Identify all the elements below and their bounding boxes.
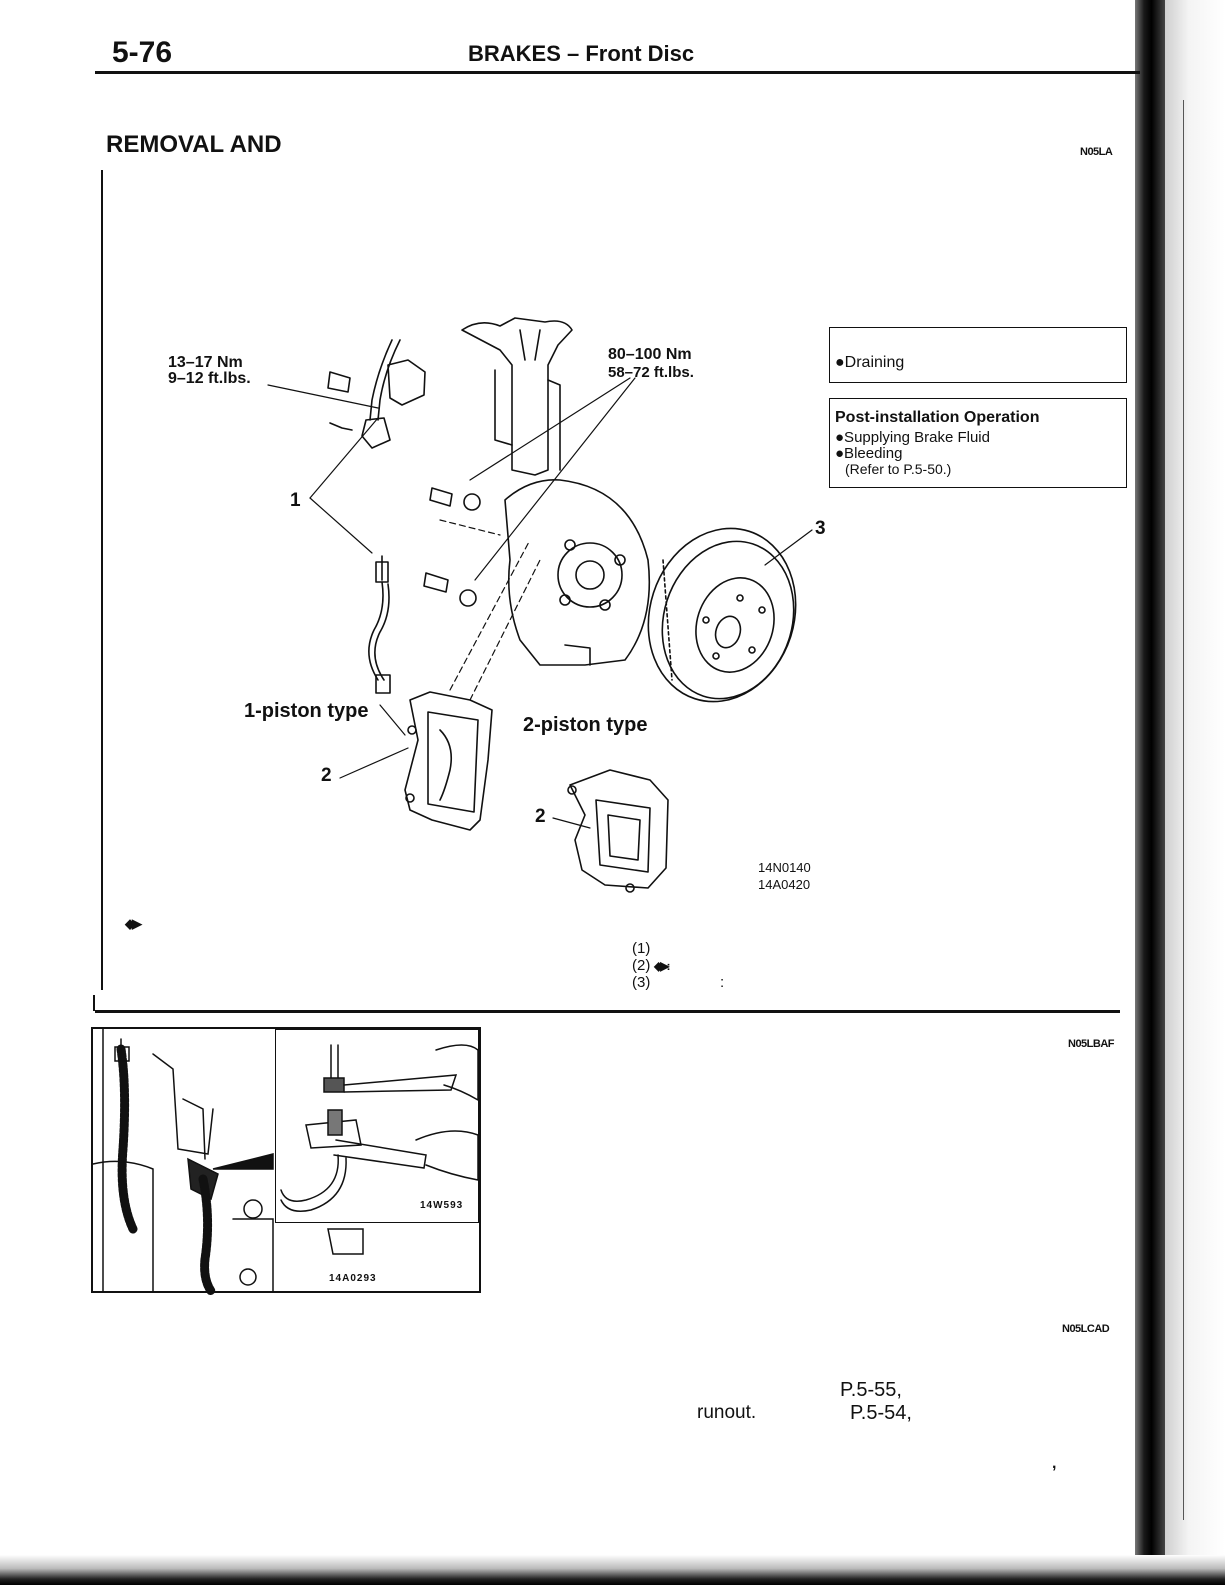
disc-rotor-drawing — [647, 527, 797, 703]
section-bottom-rule — [95, 1010, 1120, 1013]
section-heading: REMOVAL AND — [106, 131, 282, 158]
step-2-symbol-icon: ◆▶: — [654, 959, 671, 973]
scan-edge-line — [1183, 100, 1184, 1520]
step-2-number: (2) — [632, 957, 651, 974]
bolts-drawing — [423, 487, 481, 607]
page-number: 5-76 — [112, 36, 173, 69]
torque-spec-1-ftlbs: 9–12 ft.lbs. — [168, 370, 251, 387]
reference-p5-54: P.5-54, — [850, 1402, 912, 1424]
label-1-piston-type: 1-piston type — [244, 700, 369, 722]
scan-edge-bottom — [0, 1555, 1225, 1585]
word-runout: runout. — [697, 1402, 757, 1423]
figure-code-1: 14N0140 — [758, 860, 811, 875]
post-installation-item-1: ●Supplying Brake Fluid — [835, 429, 990, 446]
removal-symbol-icon: ◆▶ — [125, 916, 142, 931]
wrench-drawing — [280, 1044, 479, 1212]
strut-drawing — [461, 317, 573, 476]
section-left-tick — [93, 995, 95, 1011]
hose-removal-inset: 14W593 — [275, 1029, 479, 1223]
callout-3: 3 — [815, 518, 826, 539]
torque-spec-2-nm: 80–100 Nm — [608, 346, 692, 363]
step-1-number: (1) — [632, 940, 651, 957]
callout-1: 1 — [290, 490, 301, 511]
stray-comma-mark: , — [1052, 1455, 1057, 1472]
post-installation-item-3: (Refer to P.5-50.) — [845, 461, 952, 477]
scan-edge-light-right — [1165, 0, 1225, 1585]
section3-code: N05LCAD — [1062, 1323, 1110, 1335]
pre-removal-item: ●Draining — [835, 354, 905, 371]
callout-2-2piston: 2 — [535, 806, 546, 827]
leader-lines — [267, 377, 813, 829]
scan-edge-shadow-right — [1135, 0, 1165, 1585]
step-3-colon: : — [720, 974, 725, 991]
section-code: N05LA — [1080, 146, 1113, 158]
section-left-rule — [101, 170, 103, 990]
step-3-number: (3) — [632, 974, 651, 991]
header-rule — [95, 71, 1140, 74]
figure-code-2: 14A0420 — [758, 877, 811, 892]
post-installation-item-2: ●Bleeding — [835, 445, 903, 462]
callout-2-1piston: 2 — [321, 765, 332, 786]
pre-removal-operation-box: ●Draining — [829, 327, 1127, 383]
torque-spec-1-nm: 13–17 Nm — [168, 354, 243, 371]
page-title: BRAKES – Front Disc — [468, 41, 695, 66]
brake-hose-drawing — [327, 339, 426, 694]
post-installation-operation-box: Post-installation Operation ●Supplying B… — [829, 398, 1127, 488]
caliper-1piston-drawing — [404, 691, 493, 831]
hose-removal-drawing — [92, 1028, 364, 1296]
knuckle-drawing — [504, 479, 651, 666]
post-installation-title: Post-installation Operation — [835, 409, 1040, 426]
hose-removal-figure: 14W593 14A0293 — [91, 1027, 481, 1296]
reference-p5-55: P.5-55, — [840, 1379, 902, 1401]
figure-code-inset: 14W593 — [420, 1200, 464, 1211]
torque-spec-2-ftlbs: 58–72 ft.lbs. — [608, 364, 694, 381]
section2-code: N05LBAF — [1068, 1038, 1115, 1050]
figure-code-main: 14A0293 — [329, 1273, 377, 1284]
caliper-2piston-drawing — [567, 769, 669, 893]
label-2-piston-type: 2-piston type — [523, 714, 648, 736]
